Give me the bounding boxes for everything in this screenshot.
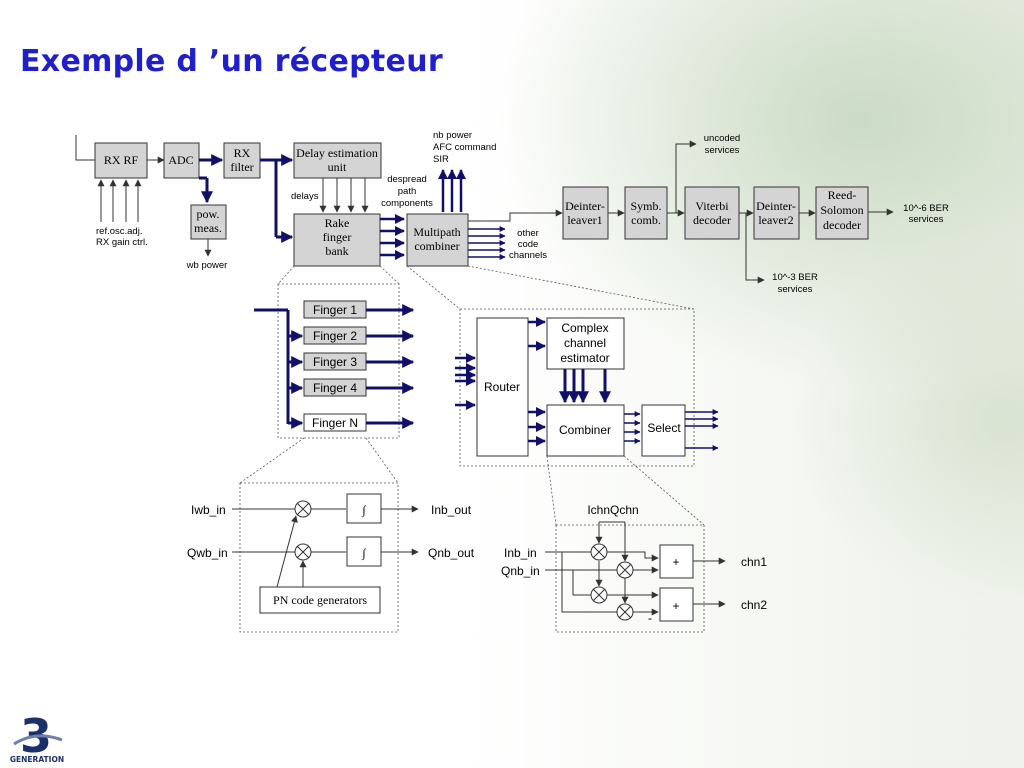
adc-label: ADC [168, 153, 193, 167]
rake-label-3: bank [325, 244, 348, 258]
pn-code-label: PN code generators [273, 593, 367, 607]
multipath-label-1: Multipath [413, 225, 460, 239]
cce-label-3: estimator [560, 351, 609, 365]
chn2-label: chn2 [741, 598, 767, 612]
deinterleaver2-block [753, 186, 800, 240]
pn-code-generators-block [259, 586, 381, 614]
inb-in-label: Inb_in [504, 546, 537, 560]
qnb-in-label: Qnb_in [501, 564, 540, 578]
combiner-block [546, 404, 625, 457]
integral-i-icon: ∫ [361, 503, 366, 517]
finger-n-label: Finger N [312, 416, 358, 430]
ber6-label-1: 10^-6 BER [903, 203, 949, 214]
delay-estimation-block [293, 142, 382, 179]
deint1-label-1: Deinter- [565, 199, 605, 213]
deint2-label-1: Deinter- [756, 199, 796, 213]
wb-power-label: wb power [186, 260, 228, 271]
finger-rows: Finger 1 Finger 2 Finger 3 Finger 4 Fing… [288, 300, 415, 432]
despread-label-2: path [398, 186, 417, 197]
rx-rf-label: RX RF [104, 153, 139, 167]
inb-out-label: Inb_out [431, 503, 472, 517]
page-title: Exemple d ’un récepteur [20, 44, 443, 79]
rx-filter-label-1: RX [234, 146, 251, 160]
nb-power-label: nb power [433, 130, 472, 141]
ref-osc-label: ref.osc.adj. [96, 226, 142, 237]
sir-label: SIR [433, 154, 449, 165]
combiner-label: Combiner [559, 423, 611, 437]
delay-estimation-label-2: unit [328, 160, 347, 174]
afc-label: AFC command [433, 142, 496, 153]
combiner-detail-panel [459, 308, 695, 467]
qnb-out-label: Qnb_out [428, 546, 475, 560]
viterbi-decoder-block [684, 186, 740, 240]
integrator-q-block [346, 536, 382, 567]
iwb-in-label: Iwb_in [191, 503, 226, 517]
cce-label-1: Complex [561, 321, 608, 335]
other-label-1: other [517, 228, 539, 239]
integral-q-icon: ∫ [361, 546, 366, 560]
adder-2-block [659, 587, 694, 622]
finger-3-label: Finger 3 [313, 355, 357, 369]
minus-sign: - [648, 611, 652, 625]
symb-label-2: comb. [631, 213, 661, 227]
finger-4-label: Finger 4 [313, 381, 357, 395]
ber3-label-1: 10^-3 BER [772, 272, 818, 283]
adder-1-plus: + [672, 555, 679, 569]
rake-finger-bank-block [293, 213, 381, 267]
rx-filter-label-2: filter [230, 160, 253, 174]
uncoded-label-2: services [705, 145, 740, 156]
other-label-3: channels [509, 250, 547, 261]
deint1-label-2: leaver1 [567, 213, 602, 227]
router-label: Router [484, 380, 520, 394]
other-label-2: code [518, 239, 539, 250]
adc-block [163, 142, 200, 179]
rx-gain-label: RX gain ctrl. [96, 237, 148, 248]
ichnqchn-label: IchnQchn [587, 503, 638, 517]
symb-comb-block [624, 186, 668, 240]
select-label: Select [647, 421, 681, 435]
chn1-label: chn1 [741, 555, 767, 569]
ber3-label-2: services [778, 284, 813, 295]
integrator-i-block [346, 493, 382, 524]
logo-text: GENERATION [10, 755, 64, 764]
rake-label-1: Rake [325, 216, 350, 230]
viterbi-label-1: Viterbi [695, 199, 729, 213]
pow-meas-label-1: pow. [197, 207, 220, 221]
select-block [641, 404, 686, 457]
viterbi-label-2: decoder [693, 213, 731, 227]
rake-label-2: finger [323, 230, 352, 244]
qwb-in-label: Qwb_in [187, 546, 228, 560]
delays-label: delays [291, 191, 319, 202]
uncoded-label-1: uncoded [704, 133, 740, 144]
multipath-combiner-block [406, 213, 469, 267]
router-block [476, 317, 529, 457]
rs-label-1: Reed- [828, 188, 857, 202]
complex-channel-estimator-block [546, 317, 625, 370]
multipath-label-2: combiner [414, 239, 459, 253]
reed-solomon-decoder-block [815, 186, 869, 240]
finger-1-label: Finger 1 [313, 303, 357, 317]
pow-meas-label-2: meas. [194, 221, 222, 235]
symb-label-1: Symb. [630, 199, 661, 213]
finger-2-label: Finger 2 [313, 329, 357, 343]
channel-detail-panel [555, 524, 705, 633]
ber6-label-2: services [909, 214, 944, 225]
delay-estimation-label-1: Delay estimation [296, 146, 378, 160]
cce-label-2: channel [564, 336, 606, 350]
adder-2-plus: + [672, 599, 679, 613]
despread-label-3: components [381, 198, 433, 209]
rs-label-3: decoder [823, 218, 861, 232]
finger-detail-panel [239, 482, 399, 633]
pow-meas-block [190, 204, 227, 240]
deint2-label-2: leaver2 [758, 213, 793, 227]
rx-rf-block [94, 142, 148, 179]
3g-logo: 3 GENERATION [10, 709, 64, 764]
despread-label-1: despread [387, 174, 427, 185]
rs-label-2: Solomon [820, 203, 863, 217]
